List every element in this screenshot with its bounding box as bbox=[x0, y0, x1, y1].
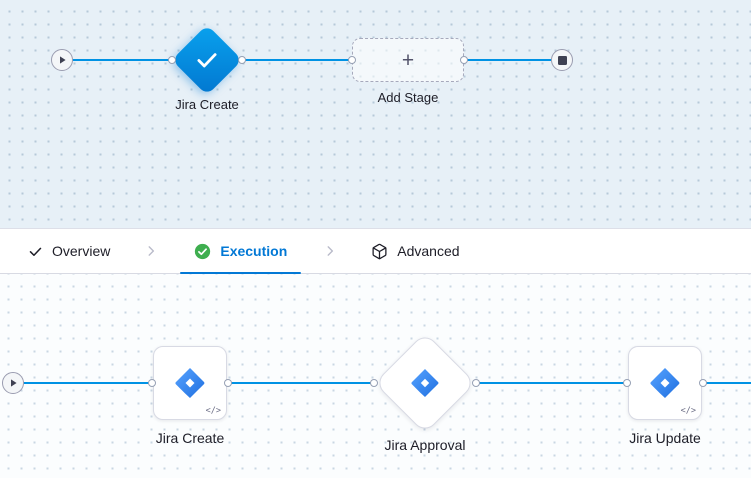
check-icon bbox=[28, 244, 43, 259]
execution-start-node bbox=[2, 372, 24, 394]
code-icon: </> bbox=[205, 406, 221, 416]
step-node-jira-update[interactable]: </> bbox=[628, 346, 702, 420]
connector-line bbox=[24, 382, 153, 384]
tab-execution[interactable]: Execution bbox=[180, 229, 302, 274]
chevron-right-icon bbox=[323, 229, 337, 273]
connector-dot bbox=[623, 379, 631, 387]
connector-dot bbox=[168, 56, 176, 64]
tab-label: Execution bbox=[220, 243, 288, 259]
connector-dot bbox=[148, 379, 156, 387]
connector-line bbox=[476, 382, 628, 384]
jira-icon bbox=[650, 368, 680, 398]
connector-dot bbox=[472, 379, 480, 387]
add-stage-label: Add Stage bbox=[377, 90, 439, 105]
tab-overview[interactable]: Overview bbox=[16, 229, 122, 273]
pipeline-end-node bbox=[551, 49, 573, 71]
connector-dot bbox=[460, 56, 468, 64]
add-stage-button[interactable]: + bbox=[352, 38, 464, 82]
execution-graph-canvas[interactable]: </> Jira Create Jira Approval bbox=[0, 274, 751, 478]
connector-dot bbox=[699, 379, 707, 387]
package-icon bbox=[371, 243, 388, 260]
tab-advanced[interactable]: Advanced bbox=[359, 229, 471, 273]
connector-dot bbox=[370, 379, 378, 387]
pipeline-start-node bbox=[51, 49, 73, 71]
step-node-jira-create[interactable]: </> bbox=[153, 346, 227, 420]
connector-line bbox=[73, 59, 172, 61]
stop-icon bbox=[557, 55, 567, 65]
step-label: Jira Update bbox=[629, 430, 701, 446]
stage-label: Jira Create bbox=[175, 97, 239, 112]
plus-icon: + bbox=[401, 48, 415, 72]
step-label: Jira Approval bbox=[384, 437, 466, 453]
stage-config-tabs: Overview Execution Advanced bbox=[0, 228, 751, 274]
connector-line bbox=[464, 59, 551, 61]
connector-line bbox=[703, 382, 751, 384]
connector-line bbox=[242, 59, 352, 61]
step-node-jira-approval[interactable] bbox=[374, 332, 476, 434]
stage-node-jira-create[interactable] bbox=[171, 24, 243, 96]
jira-icon bbox=[175, 368, 205, 398]
jira-icon bbox=[411, 369, 439, 397]
chevron-right-icon bbox=[144, 229, 158, 273]
tab-label: Overview bbox=[52, 243, 111, 259]
connector-dot bbox=[224, 379, 232, 387]
check-circle-icon bbox=[194, 243, 211, 260]
step-label: Jira Create bbox=[155, 430, 225, 446]
code-icon: </> bbox=[680, 406, 696, 416]
play-icon bbox=[57, 55, 67, 65]
play-icon bbox=[8, 378, 18, 388]
connector-line bbox=[228, 382, 375, 384]
check-icon bbox=[189, 42, 226, 79]
stage-graph-canvas[interactable]: Jira Create + Add Stage bbox=[0, 0, 751, 228]
connector-dot bbox=[348, 56, 356, 64]
tab-label: Advanced bbox=[397, 243, 460, 259]
connector-dot bbox=[238, 56, 246, 64]
active-tab-indicator bbox=[180, 272, 302, 274]
